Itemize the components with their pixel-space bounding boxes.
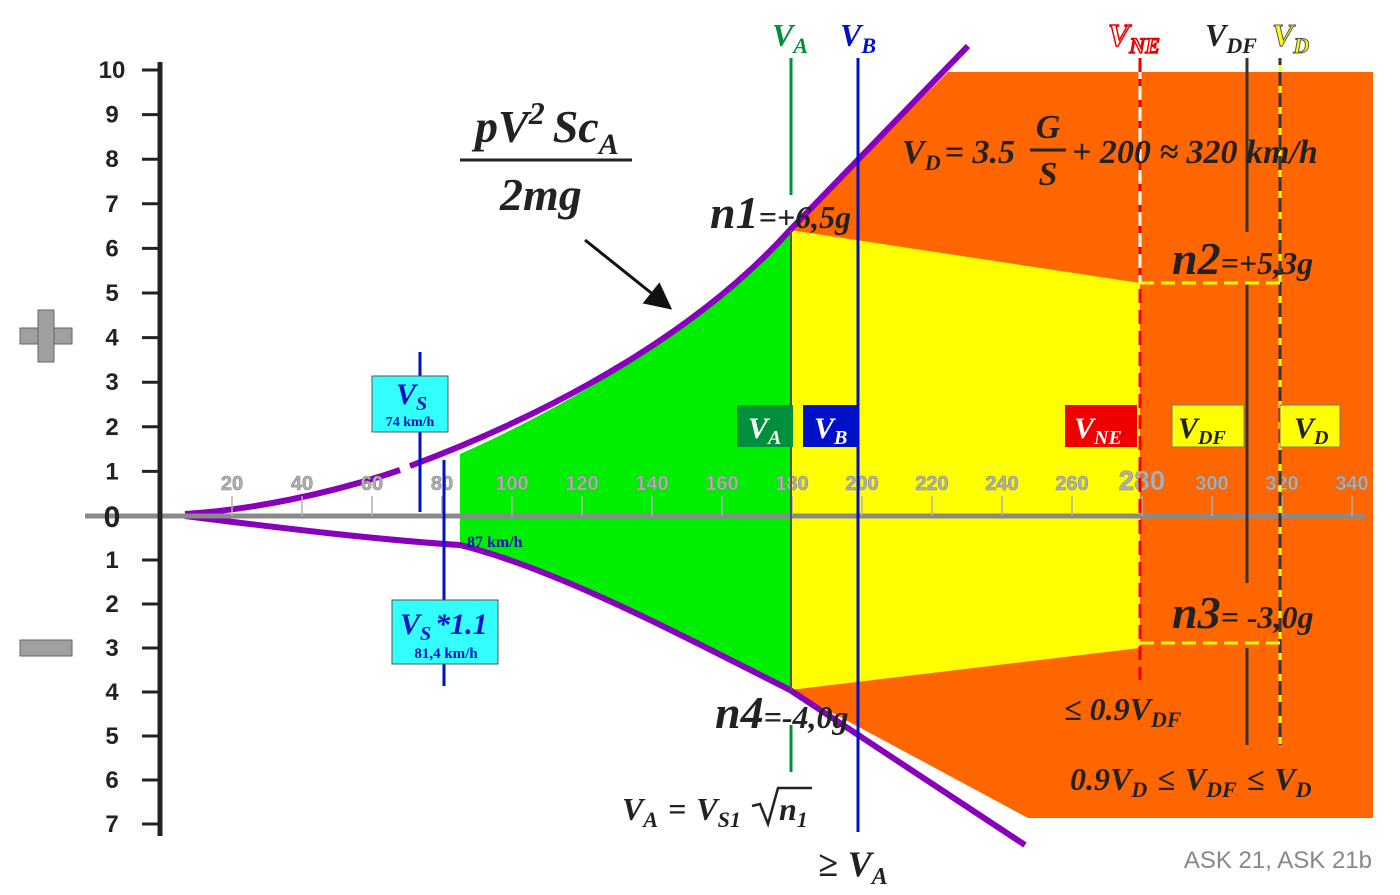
svg-text:81,4 km/h: 81,4 km/h <box>414 646 478 662</box>
vdf-box: VDF <box>1171 404 1245 449</box>
svg-text:VDF: VDF <box>1178 412 1226 449</box>
x-tick-label: 260 <box>1055 473 1088 495</box>
x-tick-label: 280 <box>1119 465 1166 496</box>
vd-box: VD <box>1279 404 1341 449</box>
x-tick-label: 240 <box>985 473 1018 495</box>
vne-top-label: VNE <box>1108 17 1160 58</box>
x-tick-label: 200 <box>845 473 878 495</box>
svg-text:VA: VA <box>748 412 781 449</box>
plus-sign-icon <box>19 309 73 363</box>
x-tick-label: 220 <box>915 473 948 495</box>
vb-geq-va: ≥VA <box>818 844 888 890</box>
formula-arrow <box>584 238 673 310</box>
y-tick-label: 2 <box>105 591 118 618</box>
vs11-box: VS*1.1 81,4 km/h <box>391 599 499 665</box>
y-tick-label: 5 <box>105 280 118 307</box>
svg-text:S: S <box>1039 156 1058 193</box>
y-tick-label: 5 <box>105 723 118 750</box>
positive-stall-curve <box>184 467 401 517</box>
positive-stall-curve-upper <box>408 43 971 469</box>
n2-label: n2=+5,3g <box>1172 233 1313 284</box>
y-tick-label: 7 <box>105 191 118 218</box>
y-tick-label: 1 <box>105 547 118 574</box>
y-tick-zero: 0 <box>104 501 121 534</box>
x-tick-label: 40 <box>291 473 313 495</box>
svg-text:n1: n1 <box>779 791 808 832</box>
speed-87-label: 87 km/h <box>467 534 523 551</box>
x-tick-label: 60 <box>361 473 383 495</box>
svg-text:VNE: VNE <box>1074 412 1122 449</box>
y-tick-label: 10 <box>99 57 126 84</box>
svg-text:2mg: 2mg <box>499 169 582 220</box>
vb-box: VB <box>803 405 859 449</box>
svg-text:VS: VS <box>396 378 427 415</box>
svg-text:VB: VB <box>814 412 847 449</box>
vs-box: VS 74 km/h <box>371 375 449 433</box>
x-tick-label: 300 <box>1195 473 1228 495</box>
svg-text:VA=VS1: VA=VS1 <box>622 791 741 832</box>
x-tick-label: 140 <box>635 473 668 495</box>
y-tick-label: 7 <box>105 811 118 838</box>
vne-le-formula: ≤ 0.9VDF <box>1064 691 1182 732</box>
vd-top-label: VD <box>1272 17 1309 58</box>
y-tick-label: 8 <box>105 146 118 173</box>
x-tick-label: 80 <box>431 473 453 495</box>
n1-label: n1=+6,5g <box>710 187 851 238</box>
negative-stall-curve <box>184 513 1027 848</box>
x-tick-label: 20 <box>221 473 243 495</box>
svg-text:G: G <box>1036 109 1061 146</box>
svg-text:74 km/h: 74 km/h <box>386 415 435 430</box>
y-tick-label: 6 <box>105 767 118 794</box>
vdf-top-label: VDF <box>1205 17 1257 58</box>
minus-sign-icon <box>19 639 73 657</box>
x-tick-label: 340 <box>1335 473 1368 495</box>
svg-text:+ 200 ≈ 320 km/h: + 200 ≈ 320 km/h <box>1072 134 1318 171</box>
y-tick-label: 3 <box>105 635 118 662</box>
va-box: VA <box>737 405 793 449</box>
x-tick-labels: 2040608010012014016018020022024026028030… <box>221 465 1369 497</box>
svg-text:VD= 3.5: VD= 3.5 <box>902 134 1015 175</box>
y-tick-label: 1 <box>105 458 118 485</box>
y-tick-label: 4 <box>105 325 119 352</box>
vd-formula: VD= 3.5 G S + 200 ≈ 320 km/h <box>902 109 1318 193</box>
va-top-label: VA <box>772 17 808 58</box>
x-tick-label: 100 <box>495 473 528 495</box>
vne-box: VNE <box>1065 405 1137 449</box>
n3-label: n3= -3,0g <box>1172 587 1313 638</box>
svg-text:VS*1.1: VS*1.1 <box>400 608 488 645</box>
credit-text: ASK 21, ASK 21b <box>1184 847 1372 874</box>
y-tick-label: 6 <box>105 235 118 262</box>
svg-text:VD: VD <box>1294 412 1328 449</box>
y-tick-label: 2 <box>105 414 118 441</box>
x-tick-label: 120 <box>565 473 598 495</box>
vdf-range-formula: 0.9VD≤VDF≤VD <box>1070 761 1312 802</box>
x-tick-label: 320 <box>1265 473 1298 495</box>
green-region <box>460 230 790 690</box>
y-tick-label: 3 <box>105 369 118 396</box>
n4-label: n4=-4,0g <box>715 687 848 738</box>
y-tick-label: 9 <box>105 102 118 129</box>
y-tick-marks: 10 9 8 7 6 5 4 3 2 1 1 2 3 4 5 6 7 <box>99 57 160 838</box>
vb-top-label: VB <box>840 17 876 58</box>
va-formula: VA=VS1 n1 <box>622 786 812 832</box>
x-tick-label: 160 <box>705 473 738 495</box>
y-tick-label: 4 <box>105 679 119 706</box>
yellow-region <box>790 230 1140 690</box>
